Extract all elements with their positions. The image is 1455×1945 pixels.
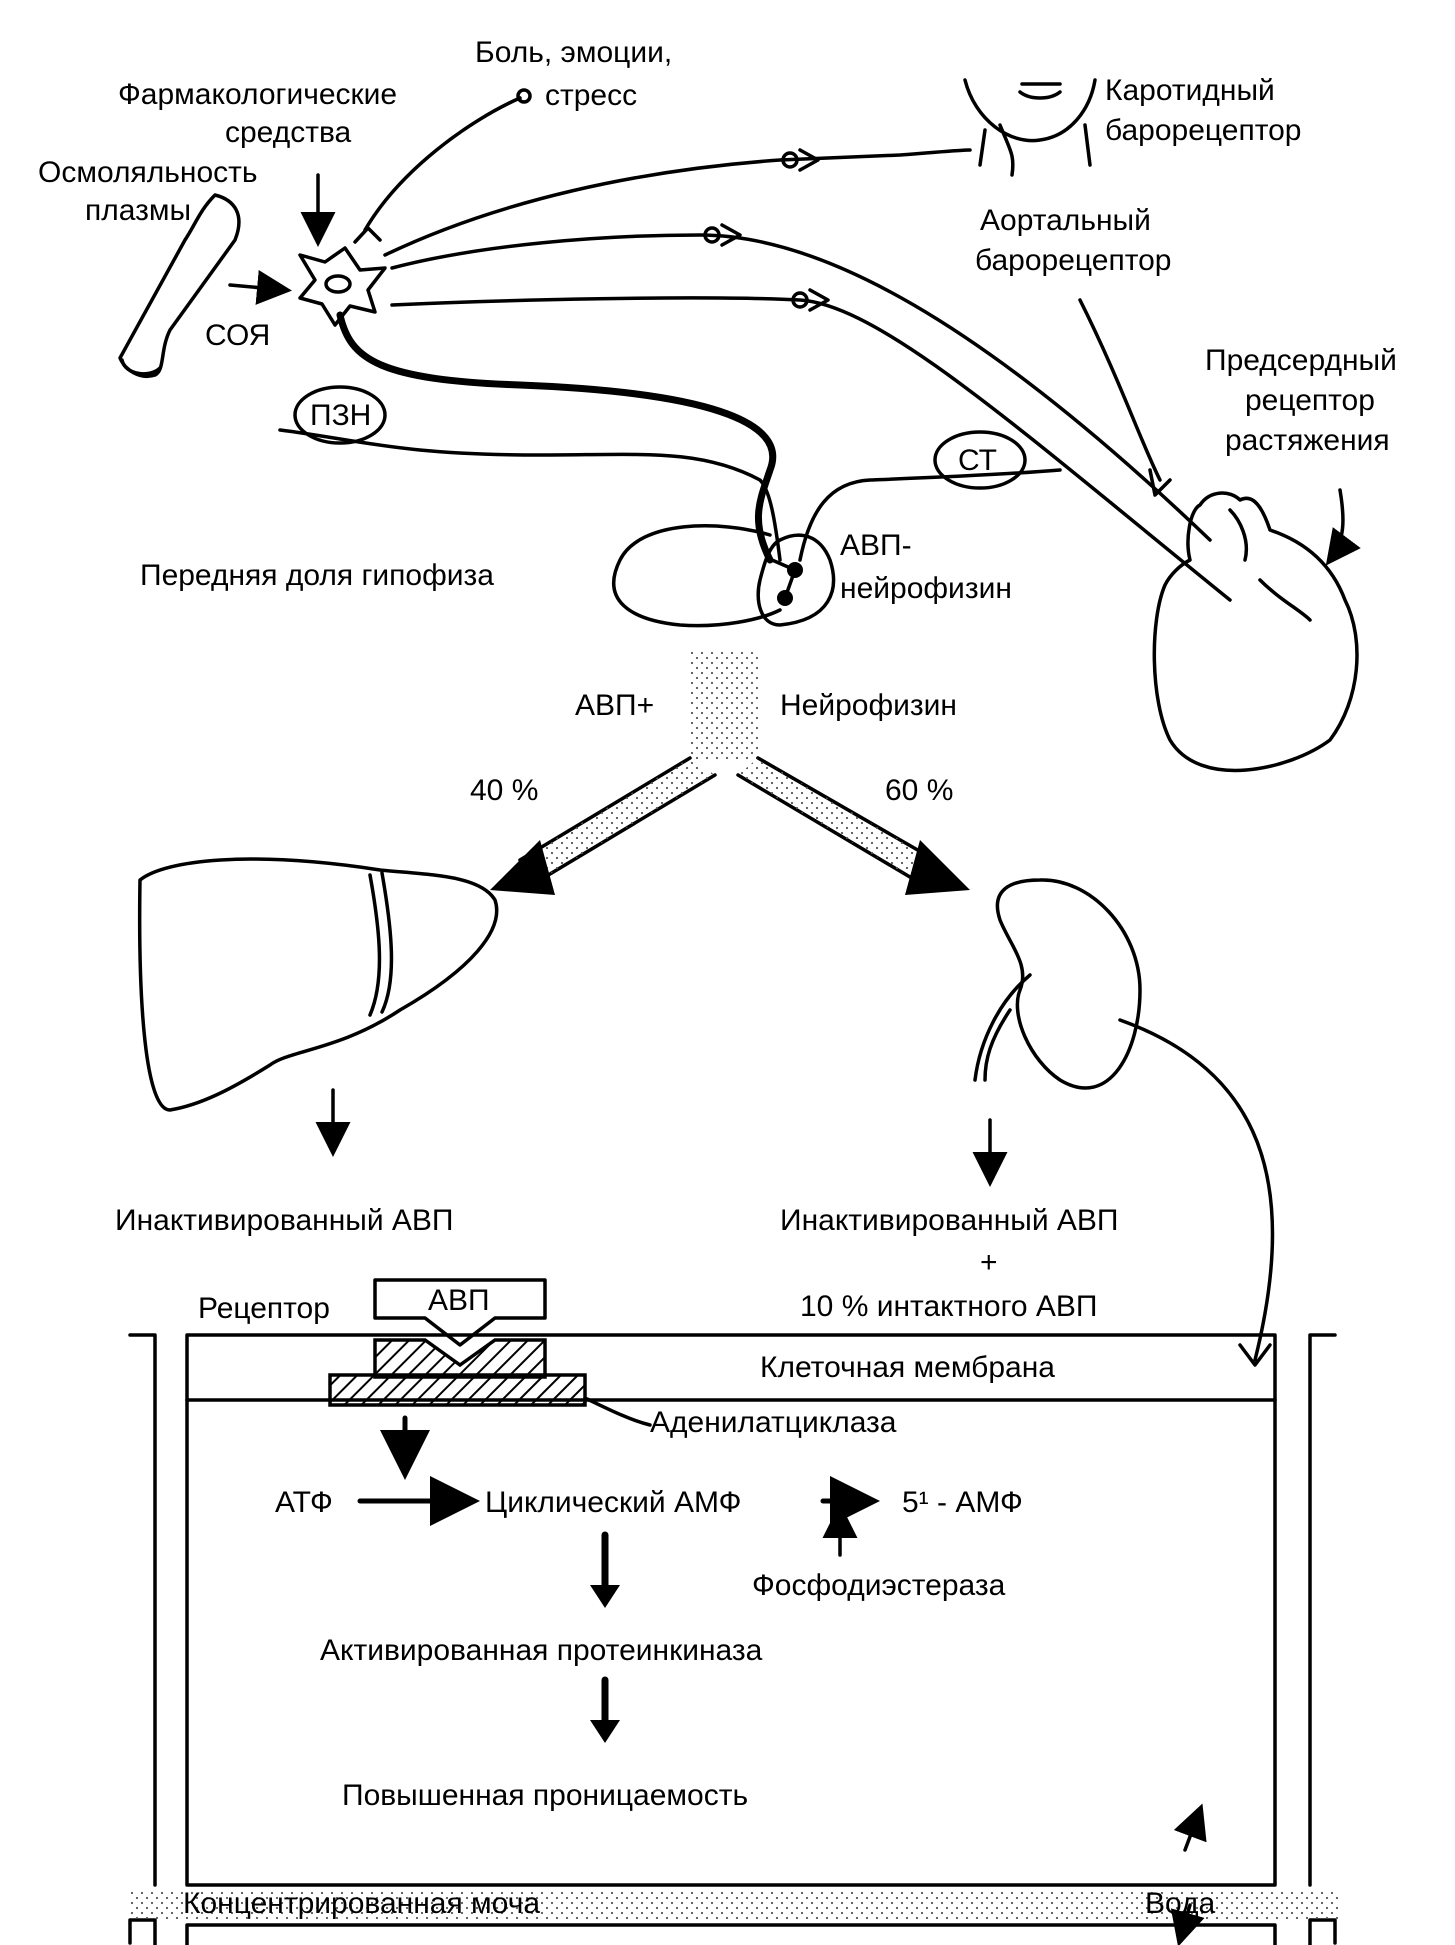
label-carotid-2: барорецептор [1105, 114, 1301, 147]
label-inactivated-right: Инактивированный АВП [780, 1204, 1119, 1237]
label-permeability: Повышенная проницаемость [342, 1779, 748, 1812]
face-outline [963, 78, 1097, 143]
label-osmo-1: Осмоляльность [38, 156, 258, 189]
label-avp-box: АВП [428, 1284, 490, 1317]
label-avp-neuro-1: АВП- [840, 529, 912, 562]
st-node [933, 430, 1027, 490]
label-adenylate: Аденилатциклаза [650, 1406, 897, 1439]
label-atrial-2: рецептор [1245, 384, 1375, 417]
label-avp-neuro-2: нейрофизин [840, 572, 1012, 605]
label-aortic-1: Аортальный [980, 204, 1151, 237]
pzn-node [293, 385, 387, 445]
label-60pct: 60 % [885, 774, 953, 807]
label-neurophysin: Нейрофизин [780, 689, 957, 722]
label-water: Вода [1145, 1887, 1216, 1920]
label-inactivated-left: Инактивированный АВП [115, 1204, 454, 1237]
label-avp-plus: АВП+ [575, 689, 654, 722]
label-pharm-1: Фармакологические [118, 78, 397, 111]
label-anterior-pituitary: Передняя доля гипофиза [140, 559, 494, 592]
son-neuron [298, 246, 387, 327]
label-membrane: Клеточная мембрана [760, 1351, 1055, 1384]
label-intact: 10 % интактного АВП [800, 1290, 1097, 1323]
plasma-vessel [118, 193, 241, 378]
son-axon [336, 311, 777, 564]
label-st: СТ [958, 444, 997, 477]
label-urine: Концентрированная моча [183, 1887, 540, 1920]
label-aortic-2: барорецептор [975, 244, 1171, 277]
label-camp: Циклический АМФ [485, 1486, 741, 1519]
label-40pct: 40 % [470, 774, 538, 807]
label-carotid-1: Каротидный [1105, 74, 1275, 107]
label-protein-kinase: Активированная протеинкиназа [320, 1634, 763, 1667]
label-pzn: ПЗН [310, 399, 371, 432]
adenylate-cyclase-bar [328, 1373, 587, 1407]
label-stress: стресс [545, 79, 637, 112]
label-osmo-2: плазмы [85, 194, 191, 227]
heart [1152, 491, 1359, 773]
label-atrial-3: растяжения [1225, 424, 1390, 457]
arrowhead-right [905, 840, 970, 895]
arrowhead-left [490, 840, 555, 895]
liver [137, 857, 499, 1112]
kidney [995, 878, 1142, 1090]
pituitary [612, 524, 782, 628]
label-pharm-2: средства [225, 116, 352, 149]
label-atrial-1: Предсердный [1205, 344, 1397, 377]
label-plus: + [980, 1246, 998, 1279]
label-5amp: 5¹ - АМФ [902, 1486, 1023, 1519]
label-pain: Боль, эмоции, [475, 36, 672, 69]
label-receptor: Рецептор [198, 1292, 330, 1325]
receptor-box [373, 1278, 547, 1347]
label-atp: АТФ [275, 1486, 333, 1519]
cell-box [185, 1333, 1277, 1887]
label-phosphodiesterase: Фосфодиэстераза [752, 1569, 1006, 1602]
label-soya: СОЯ [205, 319, 270, 352]
